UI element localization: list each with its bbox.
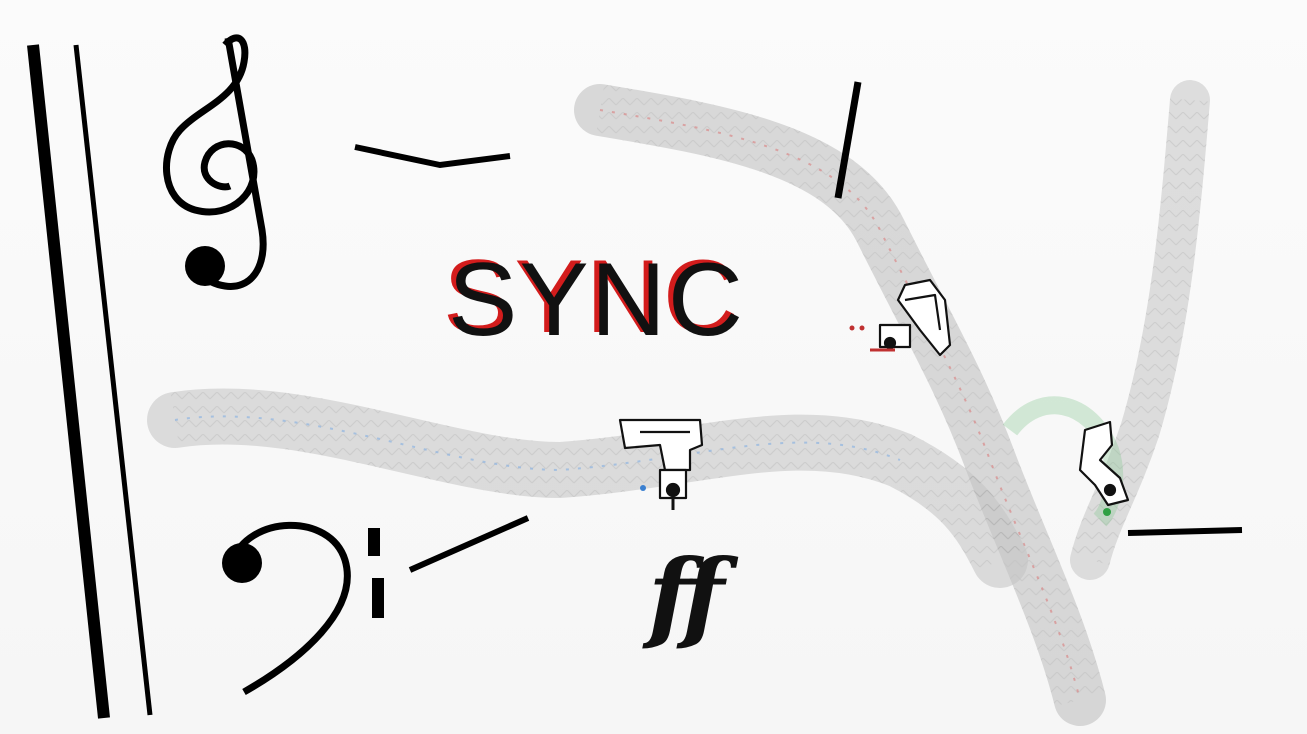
staff-stroke: [354, 144, 511, 169]
baton-stroke-top: [834, 81, 862, 199]
treble-clef-icon: [163, 34, 267, 290]
robot-green: [1078, 420, 1130, 516]
staff-stroke-bass: [408, 515, 530, 573]
robot-blue: [618, 418, 704, 510]
bass-clef-icon: [222, 521, 384, 696]
fortissimo-marking: ff: [648, 539, 724, 654]
blue-trail: [147, 388, 1028, 588]
baton-stroke-right: [1127, 527, 1243, 536]
sync-title: SYNC: [448, 242, 745, 358]
robot-red: [849, 278, 952, 357]
barline-icon: [27, 44, 153, 719]
